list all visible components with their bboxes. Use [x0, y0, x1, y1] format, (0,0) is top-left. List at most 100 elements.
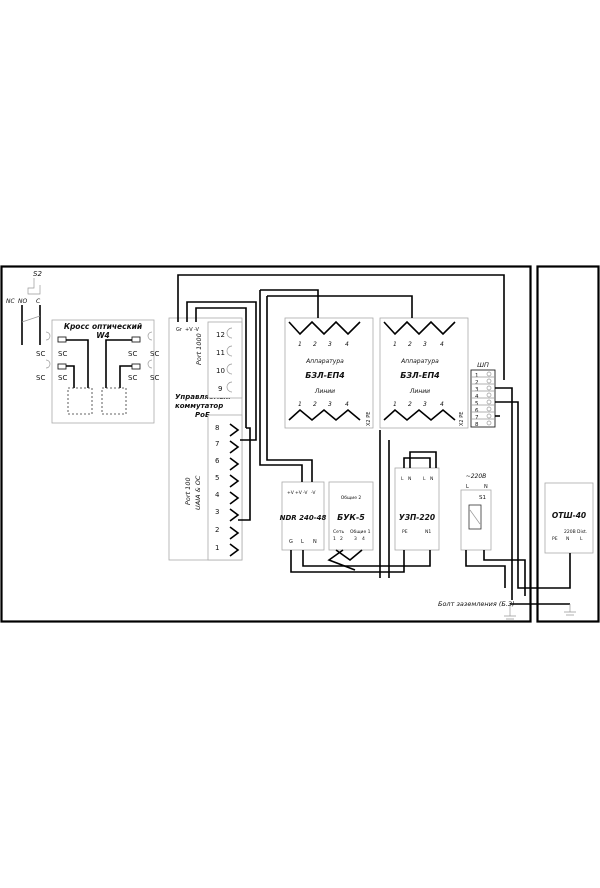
svg-text:1: 1: [333, 536, 336, 542]
svg-text:-V: -V: [303, 490, 308, 496]
bzl-side-label: X2 PE: [459, 412, 465, 426]
svg-text:N: N: [408, 476, 411, 482]
svg-text:Общие 1: Общие 1: [350, 529, 371, 535]
svg-text:4: 4: [345, 341, 349, 348]
buk-name: БУК-5: [337, 513, 365, 522]
svg-text:2: 2: [313, 401, 317, 408]
sc-port-label: SC: [150, 350, 159, 358]
rj-port-number: 6: [215, 457, 220, 465]
svg-text:L: L: [401, 476, 404, 482]
rj-port-number: 8: [215, 424, 219, 432]
svg-text:2: 2: [408, 401, 412, 408]
ground-bolt-label: Болт заземления (Б.З): [438, 600, 515, 608]
uzp-220: L N L N УЗП-220 PE N1: [394, 467, 440, 551]
svg-text:N: N: [313, 539, 317, 545]
sfp-port-number: 11: [216, 349, 225, 357]
breaker-s1: ~220В L N S1: [460, 473, 492, 551]
poe-top-terminal: +V: [185, 327, 193, 333]
svg-text:Сеть: Сеть: [333, 529, 345, 535]
poe-top-terminal: Gr: [176, 327, 183, 333]
bzl-ep4-1: 1 2 3 4 Аппаратура БЗЛ-ЕП4 Линии 1 2 3 4…: [284, 317, 374, 429]
svg-text:PE: PE: [552, 536, 558, 542]
buk-5: Общие 2 БУК-5 Сеть Общие 1 1 2 3 4: [328, 481, 374, 551]
poe-title-3: PoE: [195, 411, 210, 419]
sfp-port-number: 9: [218, 385, 222, 393]
sfp-port-number: 12: [216, 331, 225, 339]
svg-text:4: 4: [362, 536, 365, 542]
svg-text:2: 2: [313, 341, 317, 348]
svg-text:N: N: [430, 476, 433, 482]
svg-text:+V: +V: [287, 490, 295, 496]
ndr-240-48: +V +V -V -V NDR 240-48 G L N: [280, 481, 327, 551]
uzp-name: УЗП-220: [399, 513, 435, 522]
rj-port-number: 2: [215, 526, 219, 534]
cross-title-1: Кросс оптический: [64, 322, 143, 331]
switch-nc: NC: [6, 298, 15, 305]
svg-text:-V: -V: [311, 490, 316, 496]
sc-port-label: SC: [58, 350, 67, 358]
svg-text:2: 2: [340, 536, 343, 542]
buk-box: [328, 481, 374, 551]
svg-text:3: 3: [475, 387, 479, 393]
svg-text:Общие 2: Общие 2: [341, 495, 362, 501]
svg-text:+V: +V: [295, 490, 303, 496]
svg-text:8: 8: [475, 422, 479, 428]
svg-text:PE: PE: [402, 529, 408, 535]
cross-title-2: W4: [96, 331, 110, 340]
bzl2-lines: Линии: [409, 388, 430, 395]
otsh-40: ОТШ-40 220В Dist. PE N L: [544, 482, 594, 554]
svg-text:1: 1: [475, 373, 479, 379]
sc-port-label: SC: [128, 350, 137, 358]
poe-title-2: коммутатор: [175, 402, 223, 410]
svg-text:1: 1: [393, 401, 397, 408]
svg-text:G: G: [289, 539, 293, 545]
svg-text:L: L: [301, 539, 304, 545]
svg-text:1: 1: [393, 341, 397, 348]
svg-text:7: 7: [475, 415, 479, 421]
svg-text:220В: 220В: [564, 529, 576, 535]
terminal-block: ШП 1 2 3 4 5 6 7 8: [470, 361, 496, 428]
sc-port-label: SC: [36, 350, 45, 358]
wires: [177, 274, 576, 620]
poe-title-1: Управляемый: [175, 393, 231, 401]
port1000-label: Port 1000: [195, 333, 203, 365]
svg-text:N: N: [566, 536, 569, 542]
sfp-port-number: 10: [216, 367, 225, 375]
sc-port-label: SC: [58, 374, 67, 382]
uzp-box: [394, 467, 440, 551]
bzl2-name: БЗЛ-ЕП4: [400, 371, 440, 380]
poe-switch: Gr +V -V Port 1000 Управляемый коммутато…: [168, 317, 243, 561]
switch-c: C: [36, 298, 41, 305]
svg-text:L: L: [580, 536, 583, 542]
svg-text:3: 3: [328, 401, 332, 408]
svg-text:3: 3: [354, 536, 357, 542]
port100-label: Port 100: [184, 477, 192, 505]
svg-text:L: L: [423, 476, 426, 482]
bzl1-lines: Линии: [314, 388, 335, 395]
rj-port-number: 7: [215, 440, 219, 448]
svg-text:N: N: [484, 484, 488, 490]
svg-text:4: 4: [475, 394, 479, 400]
svg-text:1: 1: [298, 401, 302, 408]
switch-s2: S2 NC NO C: [6, 270, 42, 345]
breaker-voltage: ~220В: [466, 473, 487, 480]
terminal-block-label: ШП: [477, 361, 489, 369]
svg-text:4: 4: [345, 401, 349, 408]
bzl-ep4-2: 1 2 3 4 Аппаратура БЗЛ-ЕП4 Линии 1 2 3 4…: [379, 317, 469, 429]
svg-text:2: 2: [408, 341, 412, 348]
svg-text:S1: S1: [479, 495, 486, 501]
svg-text:6: 6: [475, 408, 479, 414]
svg-text:3: 3: [328, 341, 332, 348]
ndr-name: NDR 240-48: [280, 514, 327, 522]
bzl2-apparatus: Аппаратура: [400, 358, 439, 365]
svg-text:3: 3: [423, 401, 427, 408]
rj-port-number: 5: [215, 474, 219, 482]
otsh-name: ОТШ-40: [552, 511, 586, 520]
main-cabinet-frame: [0, 265, 532, 623]
ndr-box: [281, 481, 325, 551]
svg-text:N1: N1: [425, 529, 431, 535]
switch-label: S2: [33, 270, 42, 278]
optical-cross-w4: Кросс оптический W4 SC SC SC SC SC SC SC…: [36, 319, 159, 424]
